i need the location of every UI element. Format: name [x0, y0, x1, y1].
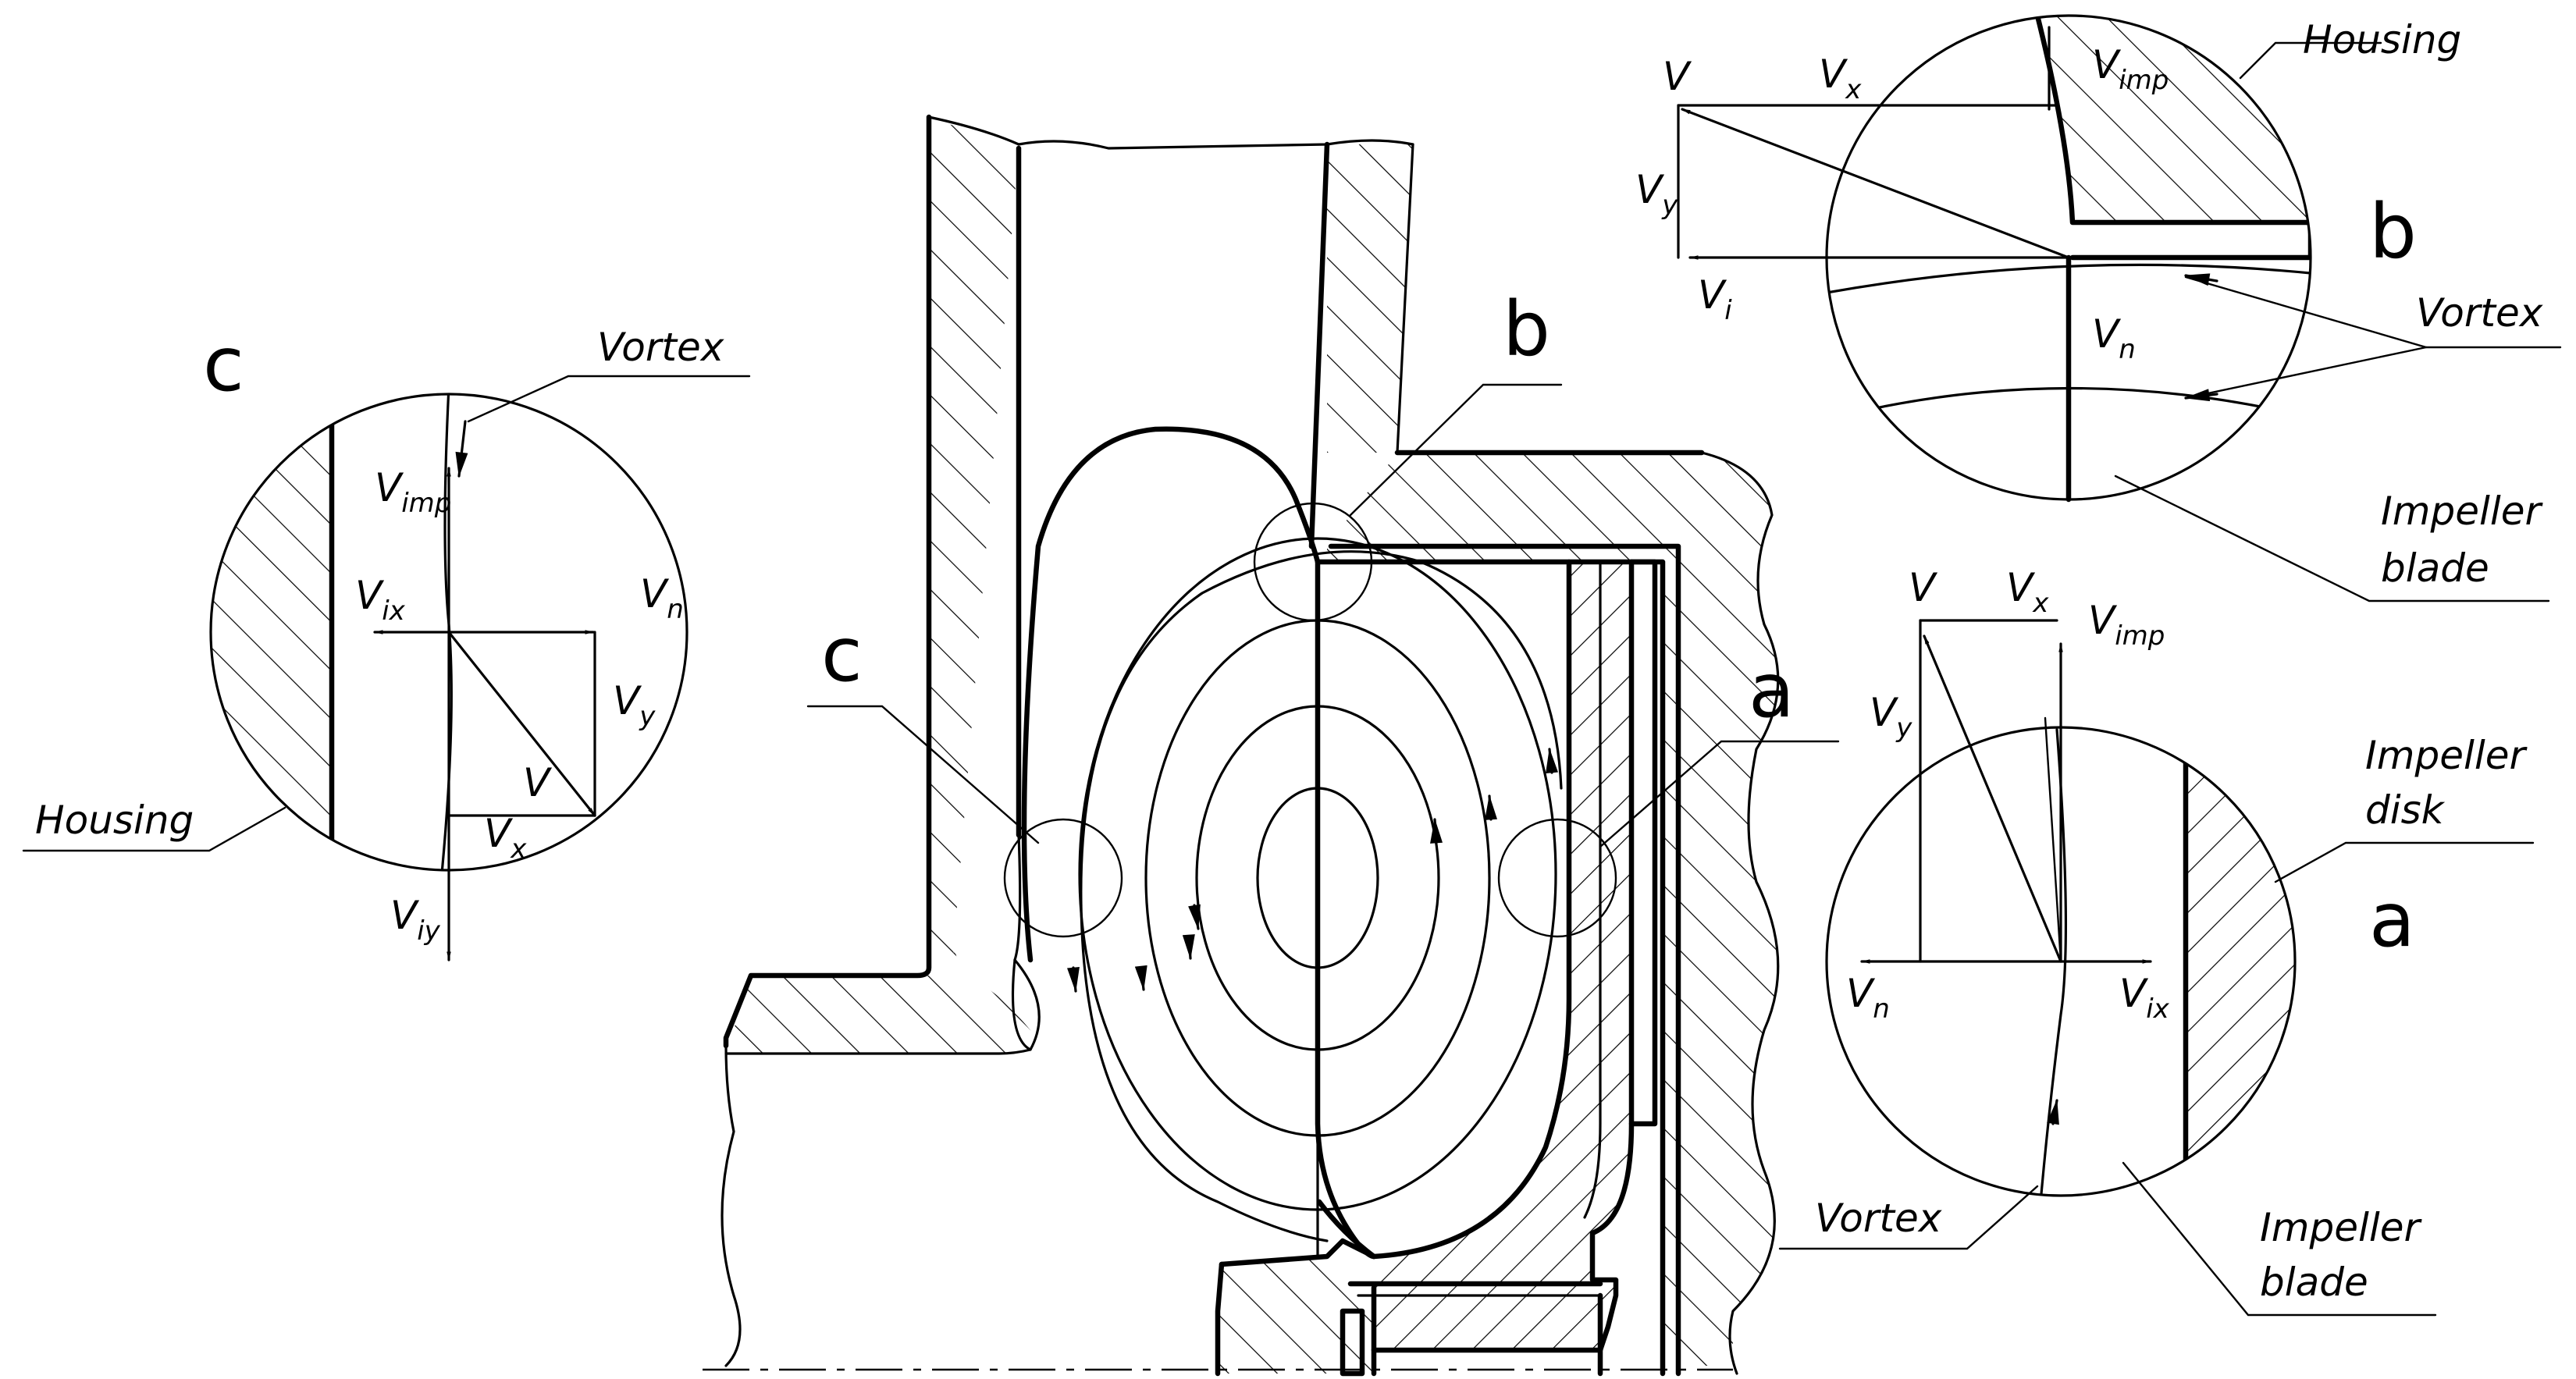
b-vy-sub: y — [1661, 190, 1678, 221]
svg-text:Vimp: Vimp — [375, 465, 451, 519]
detail-b-blade-label: blade — [2381, 546, 2489, 591]
vortex-cavity — [1021, 426, 1321, 963]
a-vix-sub: ix — [2146, 993, 2169, 1025]
c-vy-v: V — [613, 678, 642, 723]
impeller-disk-hatch — [1374, 562, 1631, 1350]
svg-text:Vix: Vix — [355, 573, 406, 627]
detail-a-blade-label: blade — [2260, 1260, 2368, 1305]
detail-c-letter: c — [203, 321, 244, 408]
b-vimp-sub: imp — [2119, 65, 2169, 96]
left-wall-hatch — [929, 117, 1019, 976]
detail-a-disk-label: disk — [2365, 787, 2446, 833]
b-vi-sub: i — [1724, 295, 1732, 326]
right-channel-hatch — [1327, 144, 1413, 453]
svg-text:Vy: Vy — [1635, 167, 1678, 221]
main-letter-b: b — [1503, 286, 1550, 373]
svg-text:Vy: Vy — [1870, 690, 1912, 744]
upper-housing-hatch — [1327, 453, 1778, 1366]
svg-text:Vimp: Vimp — [2092, 42, 2169, 96]
b-vy-v: V — [1635, 167, 1665, 212]
svg-text:Vx: Vx — [2006, 565, 2049, 619]
b-vn-v: V — [2092, 311, 2122, 357]
b-v: V — [1663, 54, 1692, 99]
b-vn-sub: n — [2119, 334, 2136, 365]
detail-a: a Impeller disk Impeller blade Vortex V … — [1778, 565, 2535, 1317]
main-section: c b a — [703, 114, 1840, 1377]
a-v: V — [1909, 565, 1938, 610]
c-vimp-sub: imp — [401, 488, 451, 519]
svg-text:Vix: Vix — [2119, 971, 2170, 1025]
detail-a-impeller-label: Impeller — [2365, 733, 2528, 778]
svg-text:Vx: Vx — [484, 811, 527, 865]
svg-text:Vn: Vn — [1846, 971, 1890, 1025]
detail-a-impeller2-label: Impeller — [2260, 1205, 2422, 1250]
a-vy-sub: y — [1895, 713, 1912, 744]
shaft-hatch — [1218, 1256, 1374, 1374]
c-viy-sub: iy — [417, 915, 440, 947]
b-vx-v: V — [1819, 52, 1848, 97]
detail-a-letter: a — [2369, 876, 2415, 964]
main-letter-a: a — [1749, 647, 1795, 734]
detail-b-letter: b — [2369, 188, 2417, 275]
a-vimp-v: V — [2088, 598, 2118, 643]
streamline-4 — [1078, 537, 1557, 1211]
detail-c: c Vortex Housing Vimp Vix Vn Vy V Vx Viy — [22, 321, 751, 961]
svg-text:Vy: Vy — [613, 678, 656, 732]
svg-text:Viy: Viy — [390, 893, 441, 947]
c-vx-sub: x — [510, 833, 527, 865]
c-vn-sub: n — [667, 594, 684, 625]
left-housing-outline — [723, 114, 932, 1049]
detail-b-housing-label: Housing — [2303, 17, 2461, 62]
b-vx-sub: x — [1845, 74, 1862, 105]
a-vx-v: V — [2006, 565, 2036, 610]
c-v: V — [523, 760, 553, 805]
detail-circle-c — [1003, 818, 1123, 938]
c-vix-v: V — [355, 573, 385, 618]
impeller-blade-edge — [1315, 559, 1377, 1260]
main-letter-c: c — [821, 611, 863, 698]
a-vn-v: V — [1846, 971, 1876, 1016]
a-vimp-sub: imp — [2115, 620, 2165, 652]
a-vix-v: V — [2119, 971, 2149, 1016]
a-vx-sub: x — [2032, 588, 2049, 619]
svg-text:Vn: Vn — [640, 571, 684, 625]
c-vy-sub: y — [639, 701, 656, 732]
svg-text:Vx: Vx — [1819, 52, 1862, 105]
detail-a-vortex-label: Vortex — [1815, 1196, 1942, 1241]
detail-c-housing-label: Housing — [35, 798, 194, 843]
b-vimp-v: V — [2092, 42, 2122, 87]
a-vn-sub: n — [1873, 993, 1890, 1025]
c-vimp-v: V — [375, 465, 404, 510]
detail-circle-b — [1253, 502, 1373, 622]
svg-text:Vimp: Vimp — [2088, 598, 2165, 652]
a-vy-v: V — [1870, 690, 1899, 735]
c-vix-sub: ix — [382, 595, 405, 627]
c-viy-v: V — [390, 893, 420, 938]
detail-b: b Vortex Housing Impeller blade V Vx Vy … — [1635, 14, 2562, 602]
detail-c-vortex-label: Vortex — [597, 325, 724, 370]
detail-b-impeller-label: Impeller — [2381, 489, 2543, 534]
detail-circle-a — [1497, 818, 1617, 938]
streamline-1 — [1256, 787, 1379, 969]
svg-text:Vi: Vi — [1698, 272, 1732, 326]
streamline-2 — [1195, 705, 1440, 1051]
svg-text:Vn: Vn — [2092, 311, 2136, 365]
b-vi-v: V — [1698, 272, 1727, 318]
c-vx-v: V — [484, 811, 514, 856]
c-vn-v: V — [640, 571, 670, 617]
detail-b-vortex-label: Vortex — [2416, 290, 2543, 336]
